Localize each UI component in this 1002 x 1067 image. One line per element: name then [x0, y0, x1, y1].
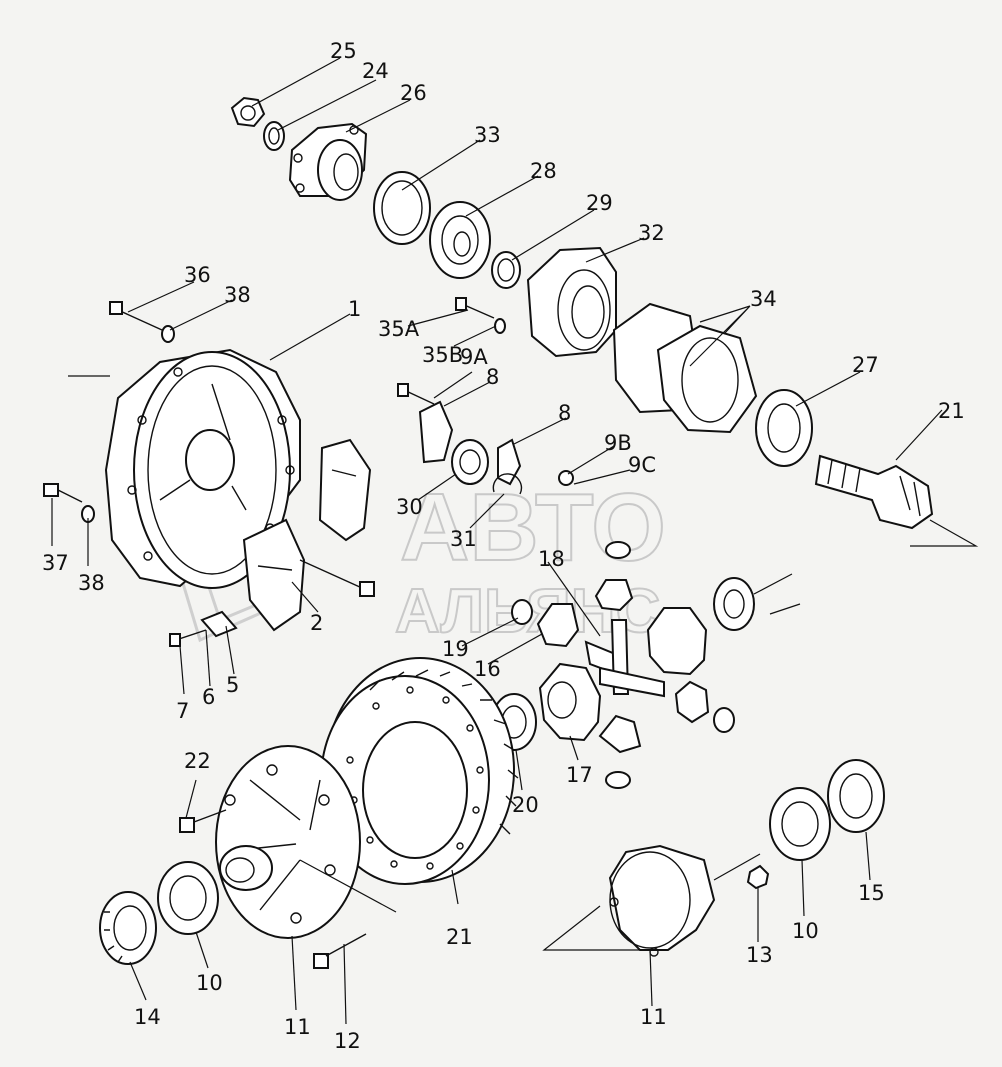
label-11-right: 11 — [640, 1005, 667, 1029]
label-22: 22 — [184, 749, 211, 773]
label-18: 18 — [538, 547, 565, 571]
label-9B: 9B — [604, 431, 632, 455]
bolt-part-36 — [109, 301, 175, 343]
label-33: 33 — [474, 123, 501, 147]
label-26: 26 — [400, 81, 427, 105]
bearing-part-27 — [755, 389, 813, 467]
bolt-part-22 — [179, 809, 227, 833]
label-17: 17 — [566, 763, 593, 787]
shims-part-34 — [612, 302, 758, 434]
washer-part-24 — [263, 121, 285, 151]
part-labels: 25 24 26 33 28 29 32 34 36 38 1 35A 35B … — [42, 39, 965, 1053]
label-24: 24 — [362, 59, 389, 83]
label-12: 12 — [334, 1029, 361, 1053]
watermark-logo: АВТО АЛЬЯНС — [168, 473, 667, 647]
bolt-part-37 — [43, 483, 95, 523]
bearing-part-10-right — [769, 787, 831, 861]
label-10-right: 10 — [792, 919, 819, 943]
bearing-cap-part-2 — [242, 438, 372, 632]
bearing-part-28 — [429, 201, 491, 279]
label-16: 16 — [474, 657, 501, 681]
label-34: 34 — [750, 287, 777, 311]
oil-seal-part-33 — [373, 171, 431, 245]
drive-pinion-part-21 — [814, 454, 979, 547]
label-15: 15 — [858, 881, 885, 905]
label-6: 6 — [202, 685, 215, 709]
label-38-top: 38 — [224, 283, 251, 307]
lock-plate-parts-5-6-7 — [169, 610, 238, 647]
label-9A: 9A — [460, 345, 488, 369]
bolt-part-2 — [299, 559, 375, 597]
label-13: 13 — [746, 943, 773, 967]
nut-part-25 — [230, 96, 266, 128]
adjuster-nut-part-14 — [99, 891, 157, 965]
label-20: 20 — [512, 793, 539, 817]
watermark-line1: АВТО — [400, 474, 666, 581]
leader-lines — [51, 57, 943, 1025]
label-19: 19 — [442, 637, 469, 661]
pinion-assembly — [230, 96, 979, 547]
ring-gear-part-21 — [320, 657, 519, 885]
label-21-top: 21 — [938, 399, 965, 423]
label-8-right: 8 — [558, 401, 571, 425]
label-14: 14 — [134, 1005, 161, 1029]
carrier-housing-part-1 — [68, 348, 301, 589]
differential-case-part-11-left — [215, 745, 397, 939]
label-2: 2 — [310, 611, 323, 635]
nut-part-13 — [746, 864, 770, 890]
label-5: 5 — [226, 673, 239, 697]
label-35A: 35A — [378, 317, 420, 341]
label-31: 31 — [450, 527, 477, 551]
bearing-part-10-left — [157, 861, 219, 935]
label-30: 30 — [396, 495, 423, 519]
label-7: 7 — [176, 699, 189, 723]
bolt-part-12 — [313, 933, 367, 969]
label-36: 36 — [184, 263, 211, 287]
label-11-left: 11 — [284, 1015, 311, 1039]
label-8-top: 8 — [486, 365, 499, 389]
differential-case-part-11-right — [542, 844, 761, 957]
label-38-left: 38 — [78, 571, 105, 595]
flange-part-26 — [288, 122, 368, 201]
label-32: 32 — [638, 221, 665, 245]
label-21-bottom: 21 — [446, 925, 473, 949]
label-37: 37 — [42, 551, 69, 575]
retainer-part-32 — [526, 246, 617, 358]
label-27: 27 — [852, 353, 879, 377]
label-10-left: 10 — [196, 971, 223, 995]
label-9C: 9C — [628, 453, 656, 477]
label-35B: 35B — [422, 343, 463, 367]
adjuster-nut-part-15 — [827, 759, 885, 833]
label-28: 28 — [530, 159, 557, 183]
label-1: 1 — [348, 297, 361, 321]
spacer-part-29 — [491, 251, 521, 289]
label-25: 25 — [330, 39, 357, 63]
label-29: 29 — [586, 191, 613, 215]
adjuster-lock-parts — [397, 297, 574, 495]
